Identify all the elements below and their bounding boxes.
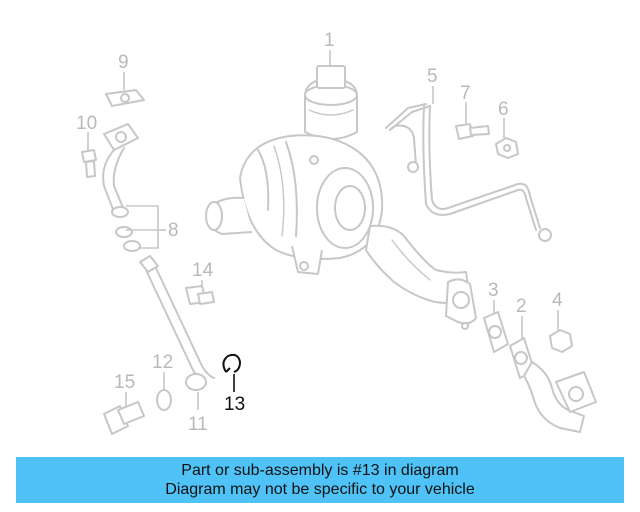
turbocharger-part-1[interactable]: [205, 65, 477, 330]
callout-9[interactable]: 9: [118, 52, 129, 73]
banner-line-2: Diagram may not be specific to your vehi…: [165, 481, 475, 498]
bolt-part-7[interactable]: [455, 123, 490, 140]
gasket-part-3[interactable]: [483, 311, 509, 353]
o-ring-part-12[interactable]: [156, 389, 172, 411]
leader-lines: [87, 50, 559, 410]
callout-14[interactable]: 14: [192, 260, 214, 281]
callout-8[interactable]: 8: [168, 220, 179, 241]
banner-line-1: Part or sub-assembly is #13 in diagram: [181, 462, 459, 479]
seal-part-13[interactable]: [222, 353, 242, 373]
exhaust-pipe-part-2[interactable]: [509, 337, 597, 433]
bolt-part-14[interactable]: [185, 285, 215, 305]
return-pipe-upper[interactable]: [102, 123, 139, 218]
callout-11[interactable]: 11: [188, 414, 208, 435]
callouts: 1 5 7 6 9 10 8 14 3 2 4 12 15 11 13: [76, 30, 563, 435]
return-tube-part-11[interactable]: [139, 255, 215, 391]
info-banner: Part or sub-assembly is #13 in diagram D…: [16, 457, 624, 503]
callout-6[interactable]: 6: [498, 99, 509, 120]
gasket-part-9[interactable]: [105, 89, 145, 107]
callout-15[interactable]: 15: [114, 372, 135, 393]
callout-3[interactable]: 3: [488, 280, 499, 301]
oil-feed-line-part-5[interactable]: [385, 103, 552, 242]
callout-12[interactable]: 12: [152, 352, 173, 373]
callout-10[interactable]: 10: [76, 113, 97, 134]
callout-1[interactable]: 1: [324, 30, 335, 51]
callout-7[interactable]: 7: [460, 83, 471, 104]
fitting-part-15[interactable]: [103, 401, 145, 435]
callout-13[interactable]: 13: [224, 394, 245, 415]
nut-part-4[interactable]: [549, 329, 573, 353]
nut-part-6[interactable]: [495, 137, 519, 159]
bolt-part-10[interactable]: [81, 149, 97, 178]
callout-2[interactable]: 2: [516, 296, 527, 317]
callout-4[interactable]: 4: [552, 290, 563, 311]
callout-5[interactable]: 5: [427, 66, 438, 87]
